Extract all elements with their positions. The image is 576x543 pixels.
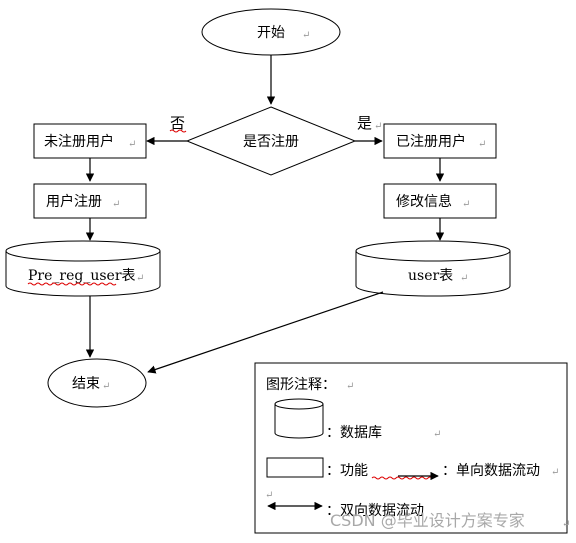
edge-label-no: 否	[170, 114, 185, 132]
paragraph-mark-icon: ↵	[302, 30, 310, 41]
user-register-label: 用户注册	[46, 193, 102, 210]
paragraph-mark-icon: ↵	[112, 199, 120, 210]
paragraph-mark-icon: ↵	[433, 429, 441, 440]
legend-function-label: ：功能	[326, 463, 368, 479]
paragraph-mark-icon: ↵	[374, 121, 382, 132]
paragraph-mark-icon: ↵	[551, 467, 559, 478]
spellcheck-squiggle	[27, 282, 117, 286]
edge-label-yes: 是	[357, 114, 372, 132]
end-node: 结束 ↵	[47, 358, 147, 408]
paragraph-mark-icon: ↵	[478, 139, 486, 150]
user-database: user表 ↵	[355, 240, 511, 297]
legend-two-way-label: ：双向数据流动	[326, 503, 424, 519]
paragraph-mark-icon: ↵	[265, 490, 273, 501]
start-label: 开始	[257, 25, 285, 41]
arrow-userdb-end	[147, 291, 384, 374]
paragraph-mark-icon: ↵	[462, 199, 470, 210]
spellcheck-squiggle	[371, 476, 433, 480]
paragraph-mark-icon: ↵	[136, 273, 144, 284]
paragraph-mark-icon: ↵	[562, 519, 570, 530]
paragraph-mark-icon: ↵	[346, 381, 354, 392]
paragraph-mark-icon: ↵	[102, 381, 110, 392]
modify-info-node: 修改信息 ↵	[383, 183, 497, 219]
legend-box: 图形注释： ↵ ：数据库 ↵ ：功能 ：单向数据流动 ↵ ↵ ：双向数据流动	[254, 362, 568, 534]
unregistered-user-label: 未注册用户	[44, 133, 114, 150]
registered-user-label: 已注册用户	[396, 133, 466, 150]
spellcheck-squiggle	[169, 129, 187, 133]
watermark-text: CSDN @毕业设计方案专家	[330, 511, 525, 530]
registered-user-node: 已注册用户 ↵	[383, 123, 497, 159]
user-register-node: 用户注册 ↵	[33, 183, 147, 219]
user-db-label: user表	[408, 268, 453, 284]
paragraph-mark-icon: ↵	[128, 139, 136, 150]
decision-label: 是否注册	[243, 134, 299, 150]
legend-database-icon	[274, 398, 324, 439]
pre-reg-user-database: Pre_reg_user表 ↵	[5, 240, 161, 297]
pre-reg-user-label: Pre_reg_user表	[28, 268, 136, 284]
legend-one-way-label: ：单向数据流动	[442, 463, 540, 479]
legend-function-icon	[266, 457, 324, 478]
end-label: 结束	[72, 376, 100, 392]
legend-database-label: ：数据库	[326, 425, 382, 441]
decision-node: 是否注册	[185, 106, 357, 176]
unregistered-user-node: 未注册用户 ↵	[33, 123, 147, 159]
start-node: 开始 ↵	[201, 8, 341, 56]
modify-info-label: 修改信息	[396, 193, 452, 210]
legend-title: 图形注释：	[266, 377, 336, 393]
paragraph-mark-icon: ↵	[460, 273, 468, 284]
